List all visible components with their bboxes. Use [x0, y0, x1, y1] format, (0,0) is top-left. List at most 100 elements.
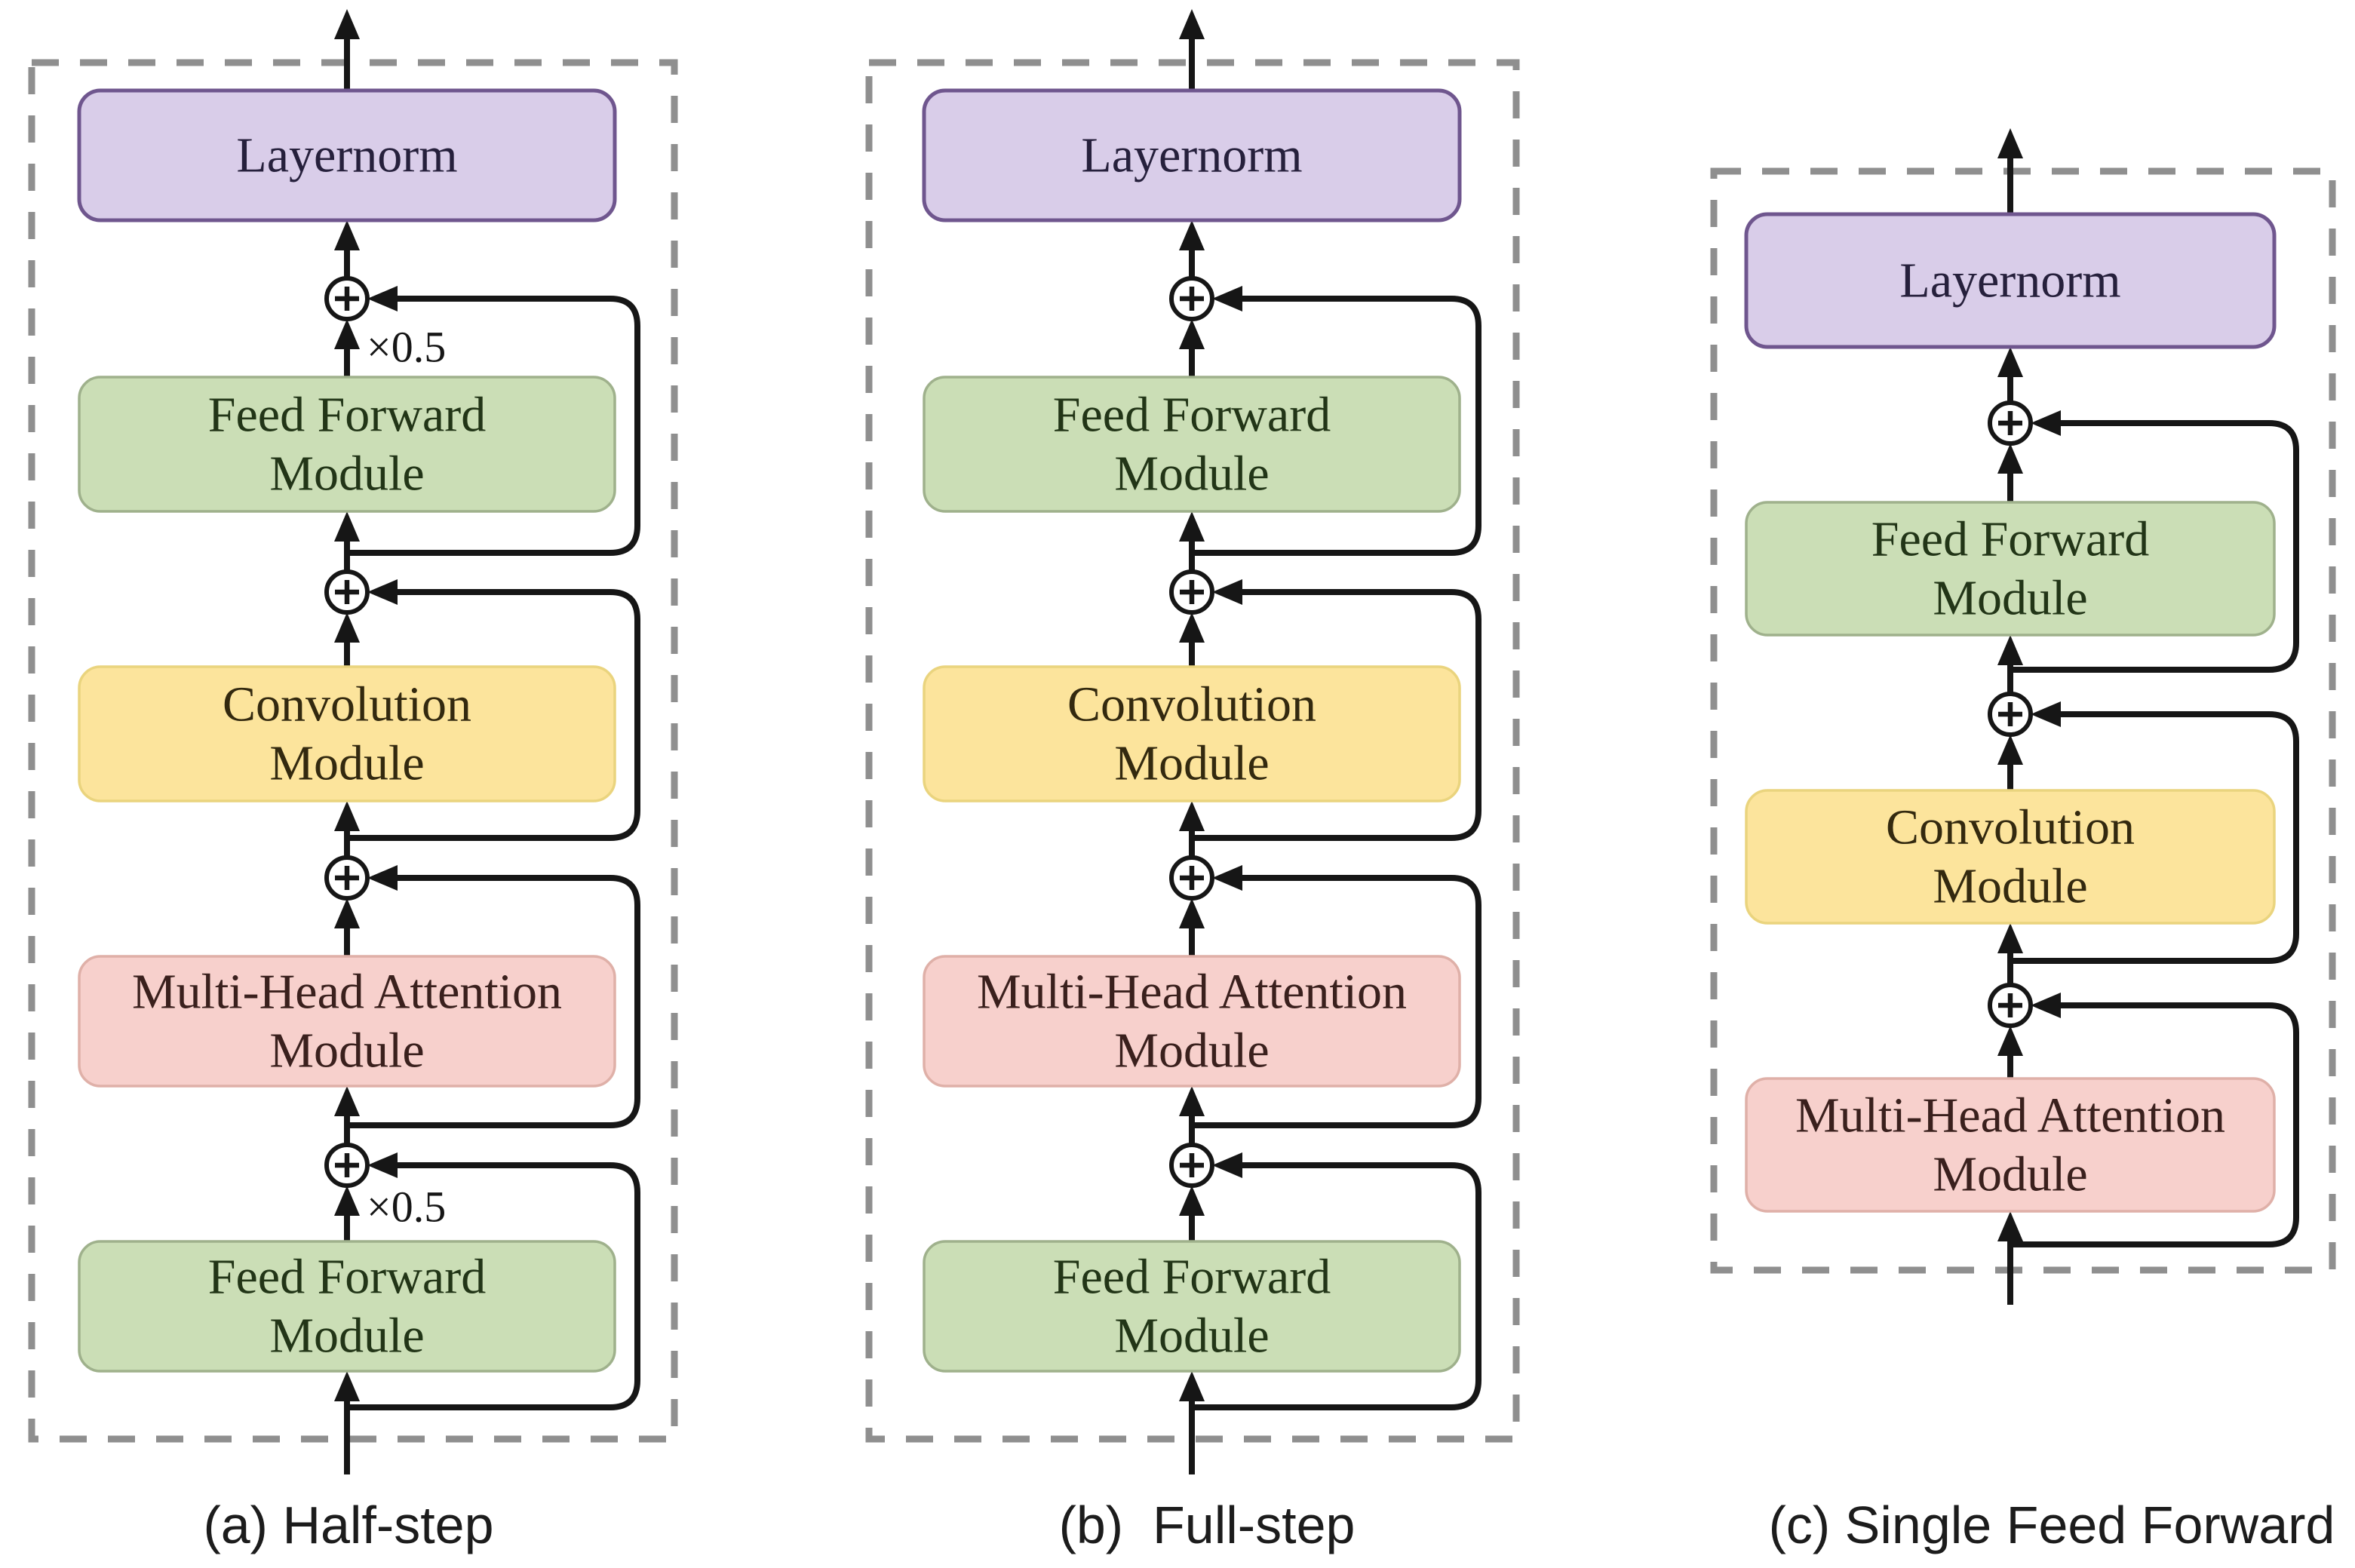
- feed-forward-upper-label: Feed Forward: [1053, 388, 1331, 443]
- arrowhead-up-icon: [1997, 735, 2023, 765]
- arrowhead-up-icon: [334, 1371, 360, 1401]
- convolution-label: Convolution: [1886, 800, 2135, 855]
- arrowhead-left-icon: [2031, 993, 2061, 1018]
- arrowhead-up-icon: [334, 612, 360, 643]
- arrowhead-up-icon: [1179, 1371, 1205, 1401]
- residual-skip-connection: [347, 1162, 640, 1410]
- convolution-label: Module: [1114, 736, 1269, 791]
- arrowhead-up-icon: [1997, 128, 2023, 158]
- arrowhead-up-icon: [1997, 1211, 2023, 1241]
- arrowhead-up-icon: [1179, 612, 1205, 643]
- convolution-box: [78, 665, 616, 802]
- multi-head-attention-label: Multi-Head Attention: [132, 965, 562, 1020]
- residual-skip-connection: [2010, 711, 2299, 964]
- arrowhead-left-icon: [367, 286, 398, 311]
- feed-forward-label: Feed Forward: [1871, 512, 2149, 567]
- layernorm-label: Layernorm: [1081, 128, 1302, 183]
- convolution-label: Convolution: [223, 677, 471, 732]
- convolution-box: [923, 665, 1461, 802]
- residual-skip-connection: [1192, 1162, 1481, 1410]
- residual-skip-connection: [1192, 296, 1481, 556]
- residual-skip-connection: [347, 589, 640, 841]
- layernorm-label: Layernorm: [1899, 253, 2120, 308]
- arrowhead-up-icon: [1997, 1026, 2023, 1056]
- convolution-label: Convolution: [1067, 677, 1316, 732]
- arrowhead-up-icon: [334, 511, 360, 542]
- arrowhead-up-icon: [334, 1186, 360, 1216]
- residual-skip-connection: [2010, 420, 2299, 673]
- caption-c: (c) Single Feed Forward: [1769, 1496, 2335, 1554]
- convolution-label: Module: [1933, 859, 2087, 914]
- multi-head-attention-label: Multi-Head Attention: [977, 965, 1407, 1020]
- arrowhead-up-icon: [334, 898, 360, 928]
- arrowhead-up-icon: [1179, 511, 1205, 542]
- residual-skip-connection: [347, 875, 640, 1128]
- multi-head-attention-label: Module: [269, 1023, 424, 1079]
- layernorm-box: [922, 88, 1462, 222]
- feed-forward-label: Module: [1933, 571, 2087, 626]
- arrowhead-up-icon: [1997, 635, 2023, 665]
- feed-forward-lower-label: Module: [269, 1309, 424, 1364]
- arrowhead-left-icon: [2031, 701, 2061, 727]
- feed-forward-lower-label: Module: [1114, 1309, 1269, 1364]
- arrowhead-up-icon: [1179, 1186, 1205, 1216]
- caption-a: (a) Half-step: [203, 1496, 493, 1554]
- arrowhead-up-icon: [1179, 220, 1205, 250]
- caption-b: (b) Full-step: [1059, 1496, 1356, 1554]
- residual-skip-connection: [2010, 1002, 2299, 1247]
- feed-forward-lower-label: Feed Forward: [208, 1250, 486, 1305]
- feed-forward-upper-label: Module: [1114, 446, 1269, 502]
- arrowhead-up-icon: [334, 220, 360, 250]
- arrowhead-up-icon: [1179, 1086, 1205, 1116]
- feed-forward-lower-box: [78, 1240, 616, 1373]
- multi-head-attention-label: Multi-Head Attention: [1795, 1088, 2225, 1143]
- residual-skip-connection: [1192, 589, 1481, 841]
- arrowhead-up-icon: [334, 1086, 360, 1116]
- feed-forward-upper-label: Feed Forward: [208, 388, 486, 443]
- feed-forward-upper-box: [923, 376, 1461, 513]
- arrowhead-up-icon: [1997, 443, 2023, 474]
- arrowhead-up-icon: [1179, 898, 1205, 928]
- arrowhead-up-icon: [334, 9, 360, 39]
- arrowhead-up-icon: [334, 319, 360, 349]
- layernorm-box: [1744, 212, 2277, 349]
- arrowhead-left-icon: [367, 865, 398, 891]
- arrowhead-up-icon: [334, 801, 360, 831]
- arrowhead-up-icon: [1997, 923, 2023, 953]
- multi-head-attention-box: [1745, 1077, 2276, 1213]
- feed-forward-upper-label: Module: [269, 446, 424, 502]
- arrowhead-up-icon: [1179, 319, 1205, 349]
- arrowhead-left-icon: [367, 579, 398, 605]
- feed-forward-lower-label: Feed Forward: [1053, 1250, 1331, 1305]
- multi-head-attention-label: Module: [1114, 1023, 1269, 1079]
- feed-forward-box: [1745, 501, 2276, 637]
- block-dashed-border: [1710, 167, 2336, 1274]
- feed-forward-upper-box: [78, 376, 616, 513]
- convolution-label: Module: [269, 736, 424, 791]
- multi-head-attention-label: Module: [1933, 1147, 2087, 1202]
- scale-factor-label: ×0.5: [367, 323, 446, 372]
- arrowhead-left-icon: [367, 1152, 398, 1178]
- arrowhead-left-icon: [1212, 1152, 1242, 1178]
- layernorm-label: Layernorm: [236, 128, 457, 183]
- block-dashed-border: [28, 59, 678, 1443]
- arrowhead-left-icon: [1212, 865, 1242, 891]
- arrowhead-up-icon: [1179, 801, 1205, 831]
- convolution-box: [1745, 789, 2276, 925]
- arrowhead-up-icon: [1179, 9, 1205, 39]
- arrowhead-left-icon: [1212, 286, 1242, 311]
- multi-head-attention-box: [923, 955, 1461, 1088]
- scale-factor-label: ×0.5: [367, 1183, 446, 1232]
- residual-skip-connection: [347, 296, 640, 556]
- multi-head-attention-box: [78, 955, 616, 1088]
- layernorm-box: [77, 88, 617, 222]
- feed-forward-lower-box: [923, 1240, 1461, 1373]
- arrowhead-up-icon: [1997, 347, 2023, 377]
- residual-skip-connection: [1192, 875, 1481, 1128]
- arrowhead-left-icon: [2031, 410, 2061, 436]
